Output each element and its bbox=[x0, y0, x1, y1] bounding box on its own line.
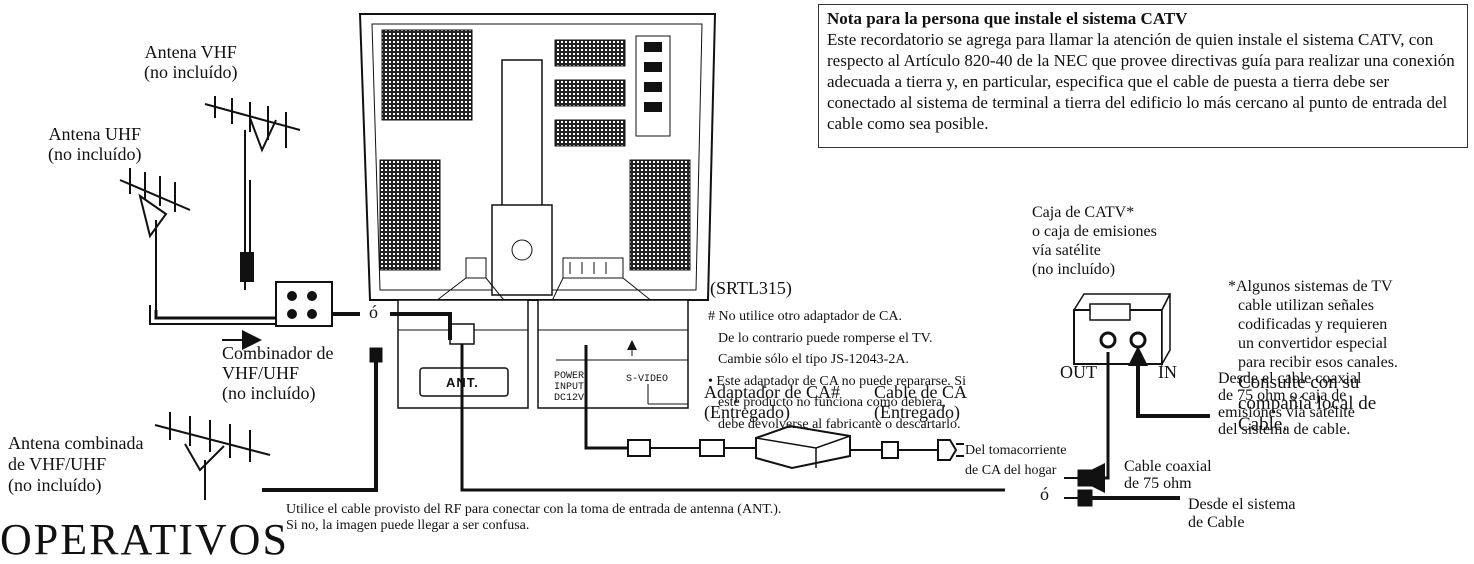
note-body: Este recordatorio se agrega para llamar … bbox=[827, 30, 1455, 133]
or-symbol-antenna: ó bbox=[369, 302, 378, 322]
catv-box-label: Caja de CATV* o caja de emisiones vía sa… bbox=[1032, 204, 1157, 278]
vhf-antenna bbox=[204, 96, 301, 290]
uhf-antenna-label: Antena UHF (no incluído) bbox=[48, 124, 142, 164]
outlet-label: Del tomacorriente de CA del hogar bbox=[965, 443, 1067, 478]
catv-cables bbox=[1064, 346, 1210, 507]
note-title: Nota para la persona que instale el sist… bbox=[827, 9, 1188, 28]
section-heading-fragment: OPERATIVOS bbox=[0, 515, 289, 564]
antenna-cables bbox=[149, 305, 1005, 492]
coax-source-label: Desde el cable coaxial de 75 ohm o caja … bbox=[1218, 370, 1362, 438]
ac-adapter-label: Adaptador de CA# (Entregado) bbox=[704, 382, 840, 422]
or-symbol-catv: ó bbox=[1040, 484, 1049, 504]
in-label: IN bbox=[1158, 362, 1177, 382]
catv-installer-note: Nota para la persona que instale el sist… bbox=[818, 4, 1468, 148]
combined-antenna-label: Antena combinada de VHF/UHF (no incluído… bbox=[8, 433, 144, 495]
scrambled-signal-note: *Algunos sistemas de TV cable utilizan s… bbox=[1228, 278, 1398, 435]
ant-port-label: ANT. bbox=[446, 375, 479, 390]
coax-cable-label: Cable coaxial de 75 ohm bbox=[1124, 458, 1212, 492]
power-panel bbox=[537, 299, 689, 409]
connection-diagram bbox=[119, 13, 1210, 507]
out-label: OUT bbox=[1060, 362, 1097, 382]
rf-cable-note: Utilice el cable provisto del RF para co… bbox=[286, 502, 782, 533]
cable-system-label: Desde el sistema de Cable bbox=[1188, 496, 1296, 531]
svideo-label: S-VIDEO bbox=[626, 374, 669, 385]
adapter-warnings: # No utilice otro adaptador de CA. De lo… bbox=[708, 309, 966, 432]
ac-cable-label: Cable de CA (Entregado) bbox=[874, 382, 967, 422]
combiner-label: Combinador de VHF/UHF (no incluído) bbox=[222, 343, 334, 403]
tv-rear-panel bbox=[358, 13, 717, 301]
uhf-antenna bbox=[119, 168, 191, 310]
vhf-antenna-label: Antena VHF (no incluído) bbox=[144, 42, 238, 82]
combiner-box bbox=[240, 252, 333, 327]
model-number: (SRTL315) bbox=[710, 278, 792, 298]
power-input-label: POWER INPUT DC12V bbox=[554, 371, 585, 404]
ac-adapter-chain bbox=[584, 345, 964, 470]
combined-antenna bbox=[154, 412, 271, 500]
catv-box bbox=[1072, 293, 1172, 367]
